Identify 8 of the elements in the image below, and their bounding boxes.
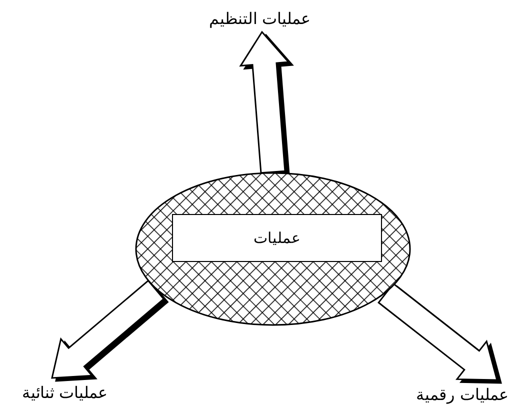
block-arrow [51,280,165,379]
block-arrow [239,30,290,174]
node-label: عمليات [254,229,300,247]
node-label: عمليات التنظيم [208,8,312,28]
block-arrow [378,282,498,381]
process-box [172,214,382,262]
node-label: عمليات رقمية [416,384,510,404]
node-label: عمليات ثنائية [22,382,108,402]
